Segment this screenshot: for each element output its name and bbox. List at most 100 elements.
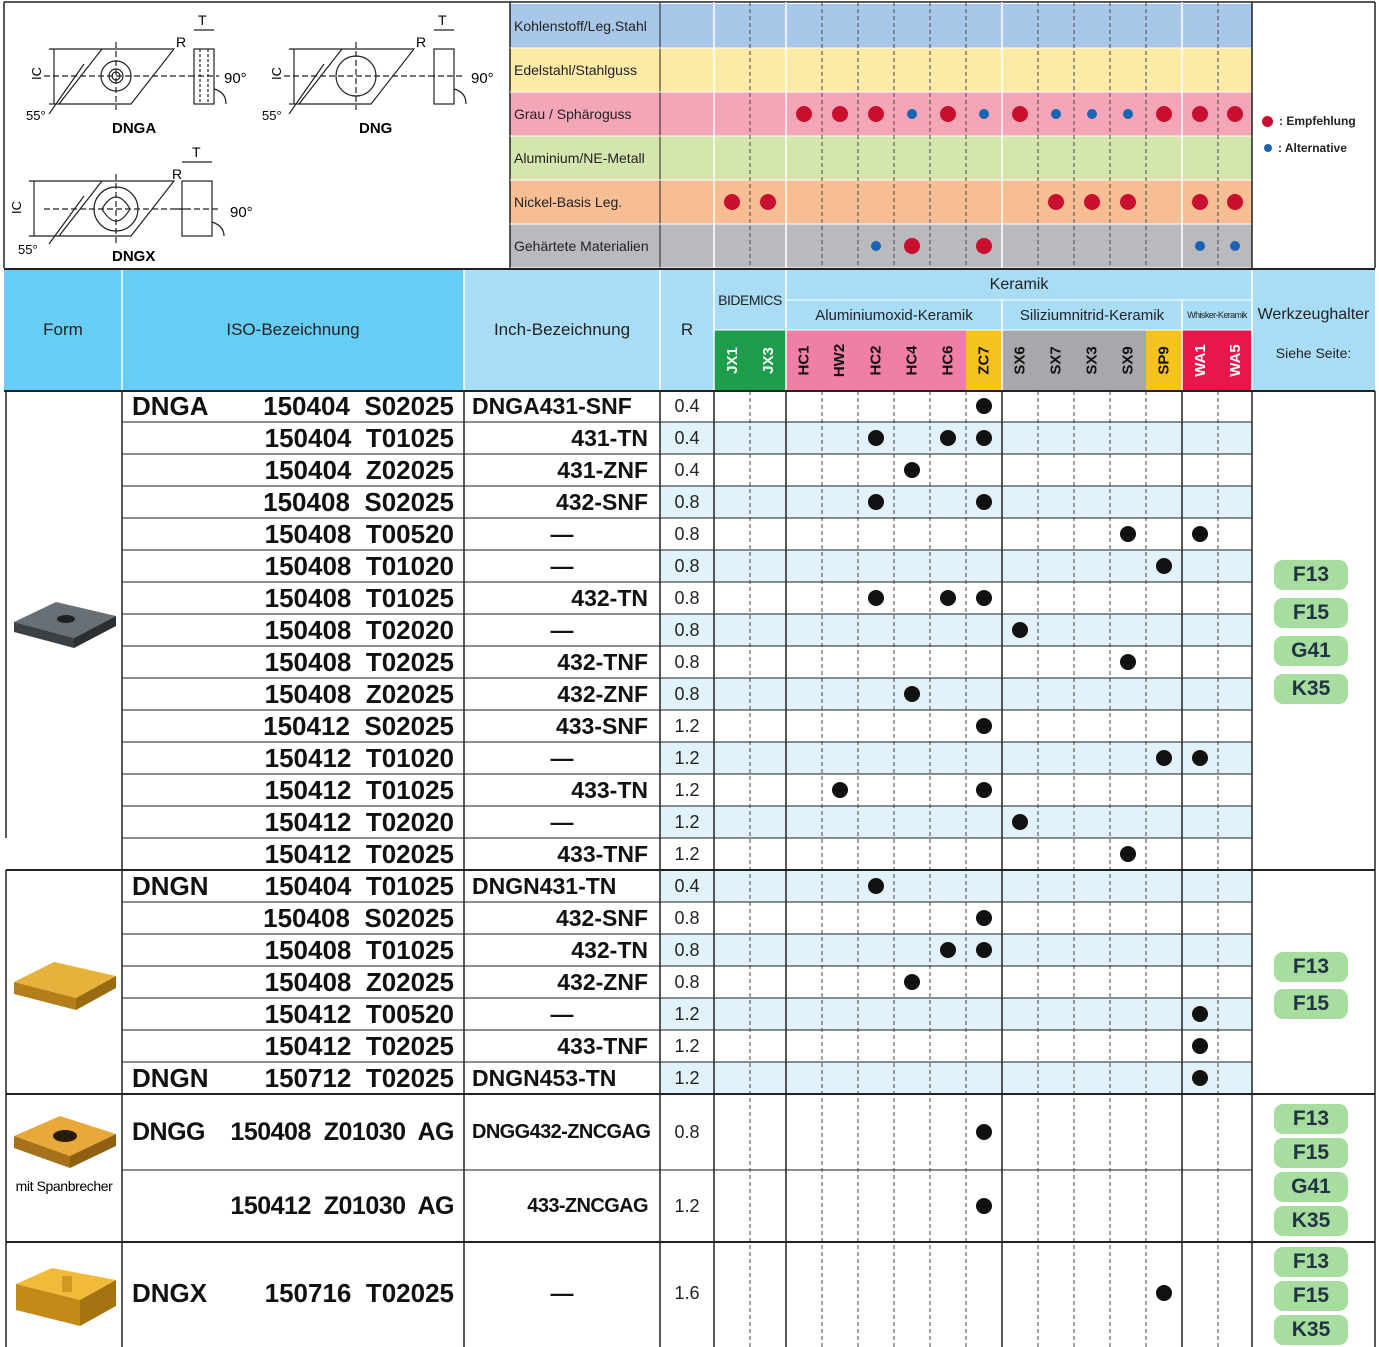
- table-row: [122, 710, 1252, 742]
- insert-diagrams: DNGA DNG DNGX IC IC IC T T T R R R 55° 5…: [4, 4, 510, 268]
- holder-page-badge[interactable]: F15: [1274, 1138, 1348, 1168]
- grade-code: HW2: [831, 343, 849, 377]
- inch-designation: 431-TN: [571, 424, 648, 451]
- iso-designation: 150412 T02020: [122, 806, 464, 838]
- grade-code: WA5: [1226, 343, 1244, 377]
- holder-page-badge[interactable]: F15: [1274, 598, 1348, 628]
- recommended-dot-icon: [1084, 194, 1100, 210]
- holder-page-badge[interactable]: F15: [1274, 989, 1348, 1019]
- table-row: [122, 518, 1252, 550]
- grade-mark-dot-icon: [976, 1198, 992, 1214]
- recommended-dot-icon: [1048, 194, 1064, 210]
- grade-mark-dot-icon: [1120, 654, 1136, 670]
- recommended-dot-icon: [1012, 106, 1028, 122]
- inch-designation: DNGG432-ZNCGAG: [472, 1120, 651, 1143]
- iso-designation: 150408 T00520: [122, 518, 464, 550]
- table-row: [122, 1170, 1252, 1242]
- holder-page-badge[interactable]: G41: [1274, 636, 1348, 666]
- grade-mark-dot-icon: [1192, 1038, 1208, 1054]
- iso-code: 150404 Z02025: [264, 454, 454, 485]
- row-stripe: [660, 550, 1252, 582]
- iso-designation: 150408 Z02025: [122, 678, 464, 710]
- iso-code: 150408 S02025: [263, 486, 454, 517]
- row-stripe: [660, 998, 1252, 1030]
- table-row: [122, 1242, 1252, 1344]
- iso-designation: 150408 Z02025: [122, 966, 464, 998]
- material-row-0: [510, 4, 1252, 48]
- nose-radius: 0.8: [674, 491, 700, 512]
- dngx-insert-photo: [16, 1268, 116, 1326]
- nose-radius: 0.8: [674, 555, 700, 576]
- material-row-5: [510, 224, 1252, 268]
- table-row: [122, 678, 1252, 710]
- material-row-1: [510, 48, 1252, 92]
- grade-mark-dot-icon: [940, 942, 956, 958]
- header-iso-bg: [122, 270, 464, 390]
- header-form-bg: [4, 270, 122, 390]
- alternative-dot-icon: [907, 109, 917, 119]
- grade-code: JX3: [759, 346, 777, 374]
- holder-page-badge[interactable]: F13: [1274, 1247, 1348, 1277]
- diagram-ic-1: IC: [29, 67, 44, 80]
- iso-designation: 150412 T00520: [122, 998, 464, 1030]
- header-sili: Siliziumnitrid-Keramik: [1019, 306, 1165, 324]
- grade-code: SX3: [1083, 345, 1101, 375]
- grade-mark-dot-icon: [1192, 526, 1208, 542]
- inch-designation: 432-SNF: [555, 904, 648, 931]
- holder-page-badge[interactable]: F13: [1274, 560, 1348, 590]
- holder-page-badge[interactable]: F13: [1274, 1104, 1348, 1134]
- holder-page-badge[interactable]: G41: [1274, 1172, 1348, 1202]
- alternative-dot-icon: [1230, 241, 1240, 251]
- recommended-dot-icon: [1120, 194, 1136, 210]
- grade-header: SX3: [1074, 330, 1110, 390]
- nose-radius: 0.4: [674, 395, 700, 416]
- iso-designation: 150412 S02025: [122, 710, 464, 742]
- nose-radius: 1.2: [674, 1067, 700, 1088]
- table-row: [122, 838, 1252, 870]
- table-row: [122, 582, 1252, 614]
- holder-page-badge[interactable]: K35: [1274, 1315, 1348, 1345]
- inch-designation: 433-ZNCGAG: [527, 1194, 648, 1217]
- inch-designation: DNGA431-SNF: [472, 392, 632, 419]
- iso-code: 150412 T02020: [264, 806, 454, 837]
- inch-designation: —: [550, 552, 574, 579]
- material-label: Nickel-Basis Leg.: [514, 194, 623, 210]
- grade-mark-dot-icon: [940, 590, 956, 606]
- material-label: Grau / Sphäroguss: [514, 106, 632, 122]
- iso-designation: 150412 T01020: [122, 742, 464, 774]
- table-row: [122, 1062, 1252, 1094]
- diagram-angle-90-1: 90°: [224, 70, 247, 87]
- nose-radius: 0.8: [674, 619, 700, 640]
- alternative-dot-icon: [979, 109, 989, 119]
- nose-radius: 1.2: [674, 1003, 700, 1024]
- table-row: [122, 550, 1252, 582]
- grade-code: SX6: [1011, 345, 1029, 375]
- nose-radius: 0.4: [674, 427, 700, 448]
- holder-page-badge[interactable]: K35: [1274, 674, 1348, 704]
- grade-code: WA1: [1191, 343, 1209, 377]
- row-stripe: [660, 870, 1252, 902]
- iso-code: 150412 S02025: [263, 710, 454, 741]
- nose-radius: 0.8: [674, 971, 700, 992]
- table-row: [122, 806, 1252, 838]
- holder-page-badge[interactable]: F15: [1274, 1281, 1348, 1311]
- grade-mark-dot-icon: [1120, 846, 1136, 862]
- nose-radius: 0.8: [674, 523, 700, 544]
- table-row: [122, 934, 1252, 966]
- table-row: [122, 486, 1252, 518]
- holder-page-badge[interactable]: F13: [1274, 952, 1348, 982]
- holder-page-badge[interactable]: K35: [1274, 1206, 1348, 1236]
- nose-radius: 0.8: [674, 587, 700, 608]
- header-holder-sub: Siehe Seite:: [1275, 345, 1352, 361]
- diagram-t-1: T: [198, 12, 207, 28]
- nose-radius: 1.2: [674, 1035, 700, 1056]
- table-row: [122, 870, 1252, 902]
- nose-radius: 0.8: [674, 939, 700, 960]
- iso-code: 150408 T00520: [264, 518, 454, 549]
- grade-mark-dot-icon: [868, 590, 884, 606]
- diagram-angle-55-2: 55°: [262, 108, 282, 123]
- grade-mark-dot-icon: [904, 686, 920, 702]
